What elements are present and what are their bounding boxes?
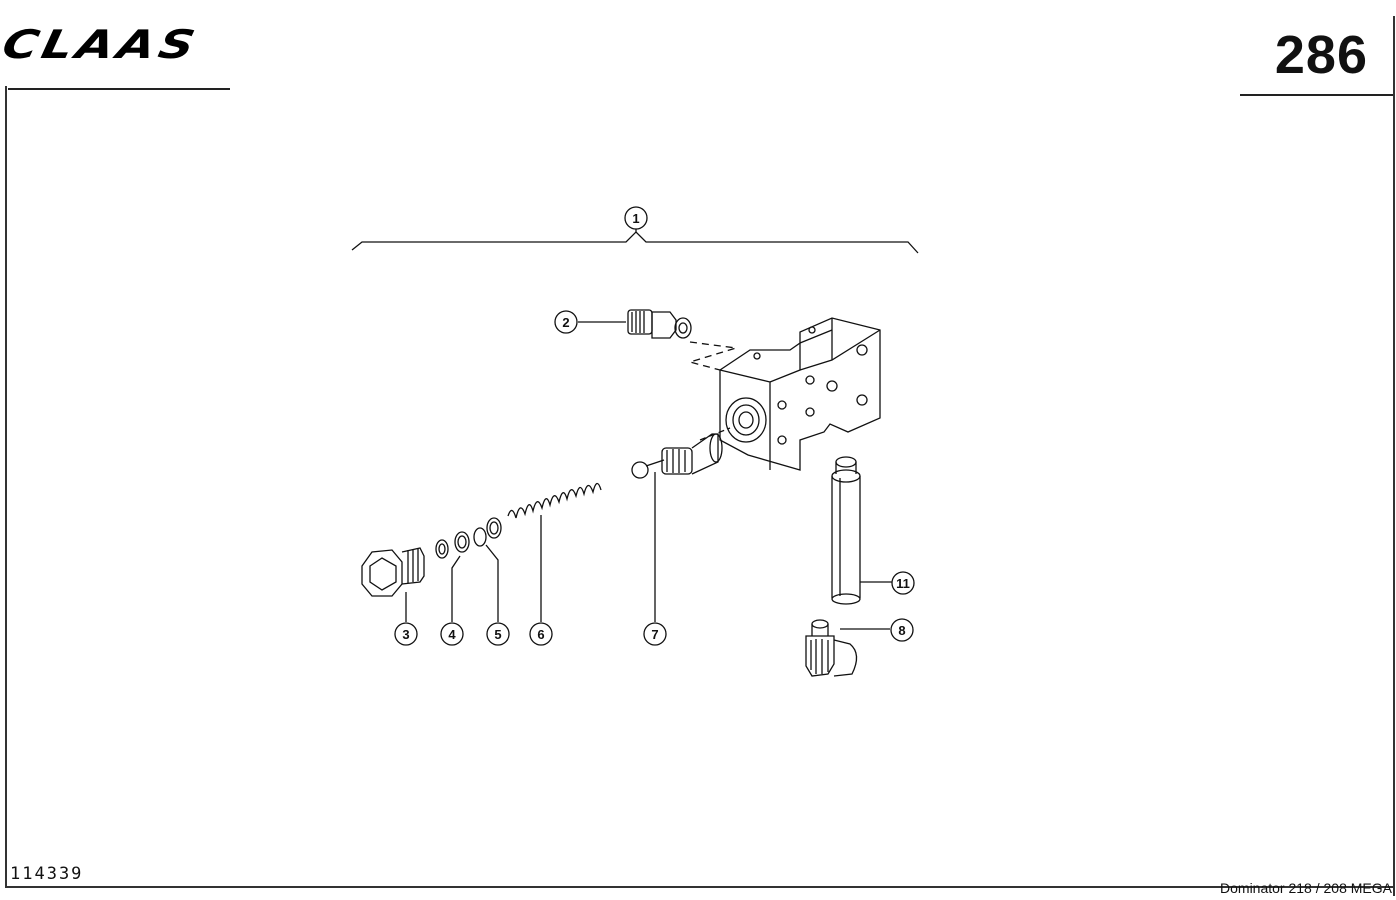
callout-2: 2 (554, 310, 578, 334)
svg-text:4: 4 (448, 627, 456, 642)
svg-text:11: 11 (896, 576, 910, 591)
brand-logo: CLAAS (0, 14, 230, 90)
callout-8: 8 (890, 618, 914, 642)
part-5-orings (473, 517, 502, 547)
callout-3: 3 (394, 622, 418, 646)
frame-left-border (5, 86, 7, 886)
callout-4: 4 (440, 622, 464, 646)
part-2-fitting (627, 309, 692, 339)
alignment-line-fitting (687, 341, 737, 371)
part-8-elbow (805, 619, 858, 677)
callout-1: 1 (624, 206, 648, 230)
part-3-plug (361, 547, 425, 597)
callout-11: 11 (891, 571, 915, 595)
svg-text:7: 7 (651, 627, 658, 642)
svg-text:6: 6 (537, 627, 544, 642)
part-4-washers (435, 531, 470, 559)
callout-7: 7 (643, 622, 667, 646)
frame-right-border (1393, 16, 1395, 896)
part-7-spool (631, 433, 723, 479)
svg-text:5: 5 (494, 627, 501, 642)
document-number: 114339 (10, 864, 84, 884)
logo-underline (8, 88, 230, 90)
svg-text:2: 2 (562, 315, 569, 330)
assembly-brace (351, 231, 919, 254)
svg-text:1: 1 (632, 211, 639, 226)
page-number-underline (1240, 94, 1394, 96)
svg-text:3: 3 (402, 627, 409, 642)
callout-6: 6 (529, 622, 553, 646)
leader-4 (451, 555, 461, 622)
leader-5 (485, 544, 499, 622)
alignment-line-spool (699, 427, 731, 441)
part-6-spring (507, 482, 602, 519)
callout-5: 5 (486, 622, 510, 646)
page-number: 286 (1274, 25, 1368, 85)
part-11-tube (831, 456, 861, 605)
model-name: Dominator 218 / 208 MEGA (1220, 880, 1392, 896)
frame-bottom-border (5, 886, 1395, 888)
valve-block (719, 317, 881, 471)
svg-text:8: 8 (898, 623, 905, 638)
